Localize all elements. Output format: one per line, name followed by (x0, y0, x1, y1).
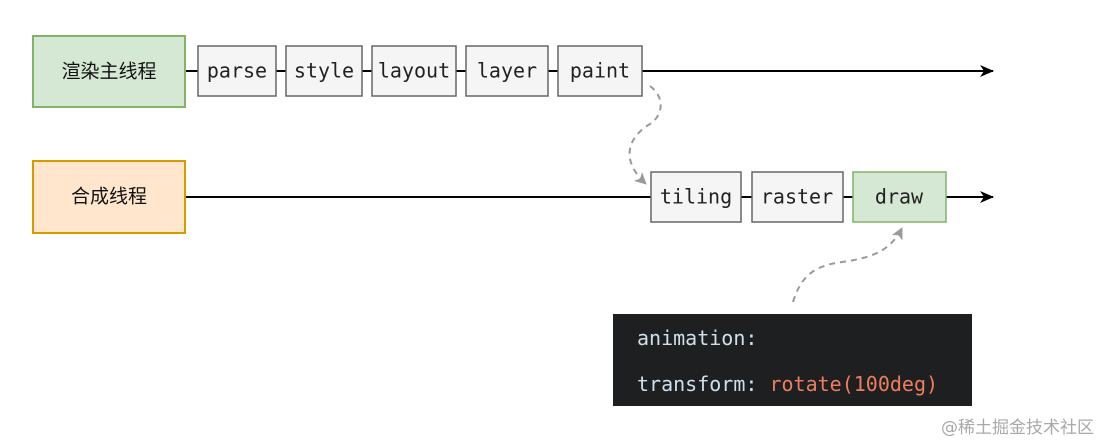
main-stage-paint-label: paint (570, 59, 630, 83)
main-stage-parse: parse (197, 45, 277, 97)
compositor-stage-raster: raster (751, 171, 844, 223)
main-stage-parse-box (197, 45, 277, 97)
compositor-stage-raster-label: raster (761, 185, 833, 209)
code-block-background (613, 314, 972, 406)
animation-code-block: animation: transform: rotate(100deg) (613, 314, 972, 406)
watermark-text: @稀土掘金技术社区 (941, 418, 1094, 438)
main-thread-box: 渲染主线程 (32, 35, 186, 108)
compositor-stage-raster-box (751, 171, 844, 223)
main-thread-box-shape (32, 35, 186, 108)
compositor-stage-draw: draw (852, 171, 947, 223)
code-transform-key: transform: (637, 372, 769, 396)
main-stage-style-box (285, 45, 363, 97)
main-stage-style: style (285, 45, 363, 97)
main-stage-layer-box (465, 45, 549, 97)
compositor-thread-box: 合成线程 (32, 160, 186, 234)
main-stage-paint: paint (557, 45, 643, 97)
compositor-thread-box-shape (32, 160, 186, 234)
compositor-stage-draw-box (852, 171, 947, 223)
paint-to-tiling-connector (628, 85, 662, 185)
main-stage-paint-box (557, 45, 643, 97)
main-stage-parse-label: parse (207, 59, 267, 83)
main-stage-layout-label: layout (378, 59, 450, 83)
main-stage-layer: layer (465, 45, 549, 97)
compositor-stage-tiling: tiling (650, 171, 742, 223)
compositor-stage-tiling-label: tiling (660, 185, 732, 209)
main-stage-layout-box (371, 45, 457, 97)
compositor-stage-tiling-box (650, 171, 742, 223)
compositor-thread-label: 合成线程 (71, 186, 147, 208)
main-thread-label: 渲染主线程 (61, 61, 156, 83)
main-stage-layer-label: layer (477, 59, 537, 83)
code-line-animation: animation: (637, 326, 757, 350)
main-stage-style-label: style (294, 59, 354, 83)
compositor-stage-draw-label: draw (875, 185, 924, 209)
code-to-draw-connector (792, 227, 903, 303)
code-transform-value: rotate(100deg) (769, 372, 938, 396)
main-stage-layout: layout (371, 45, 457, 97)
code-line-transform: transform: rotate(100deg) (637, 372, 938, 396)
